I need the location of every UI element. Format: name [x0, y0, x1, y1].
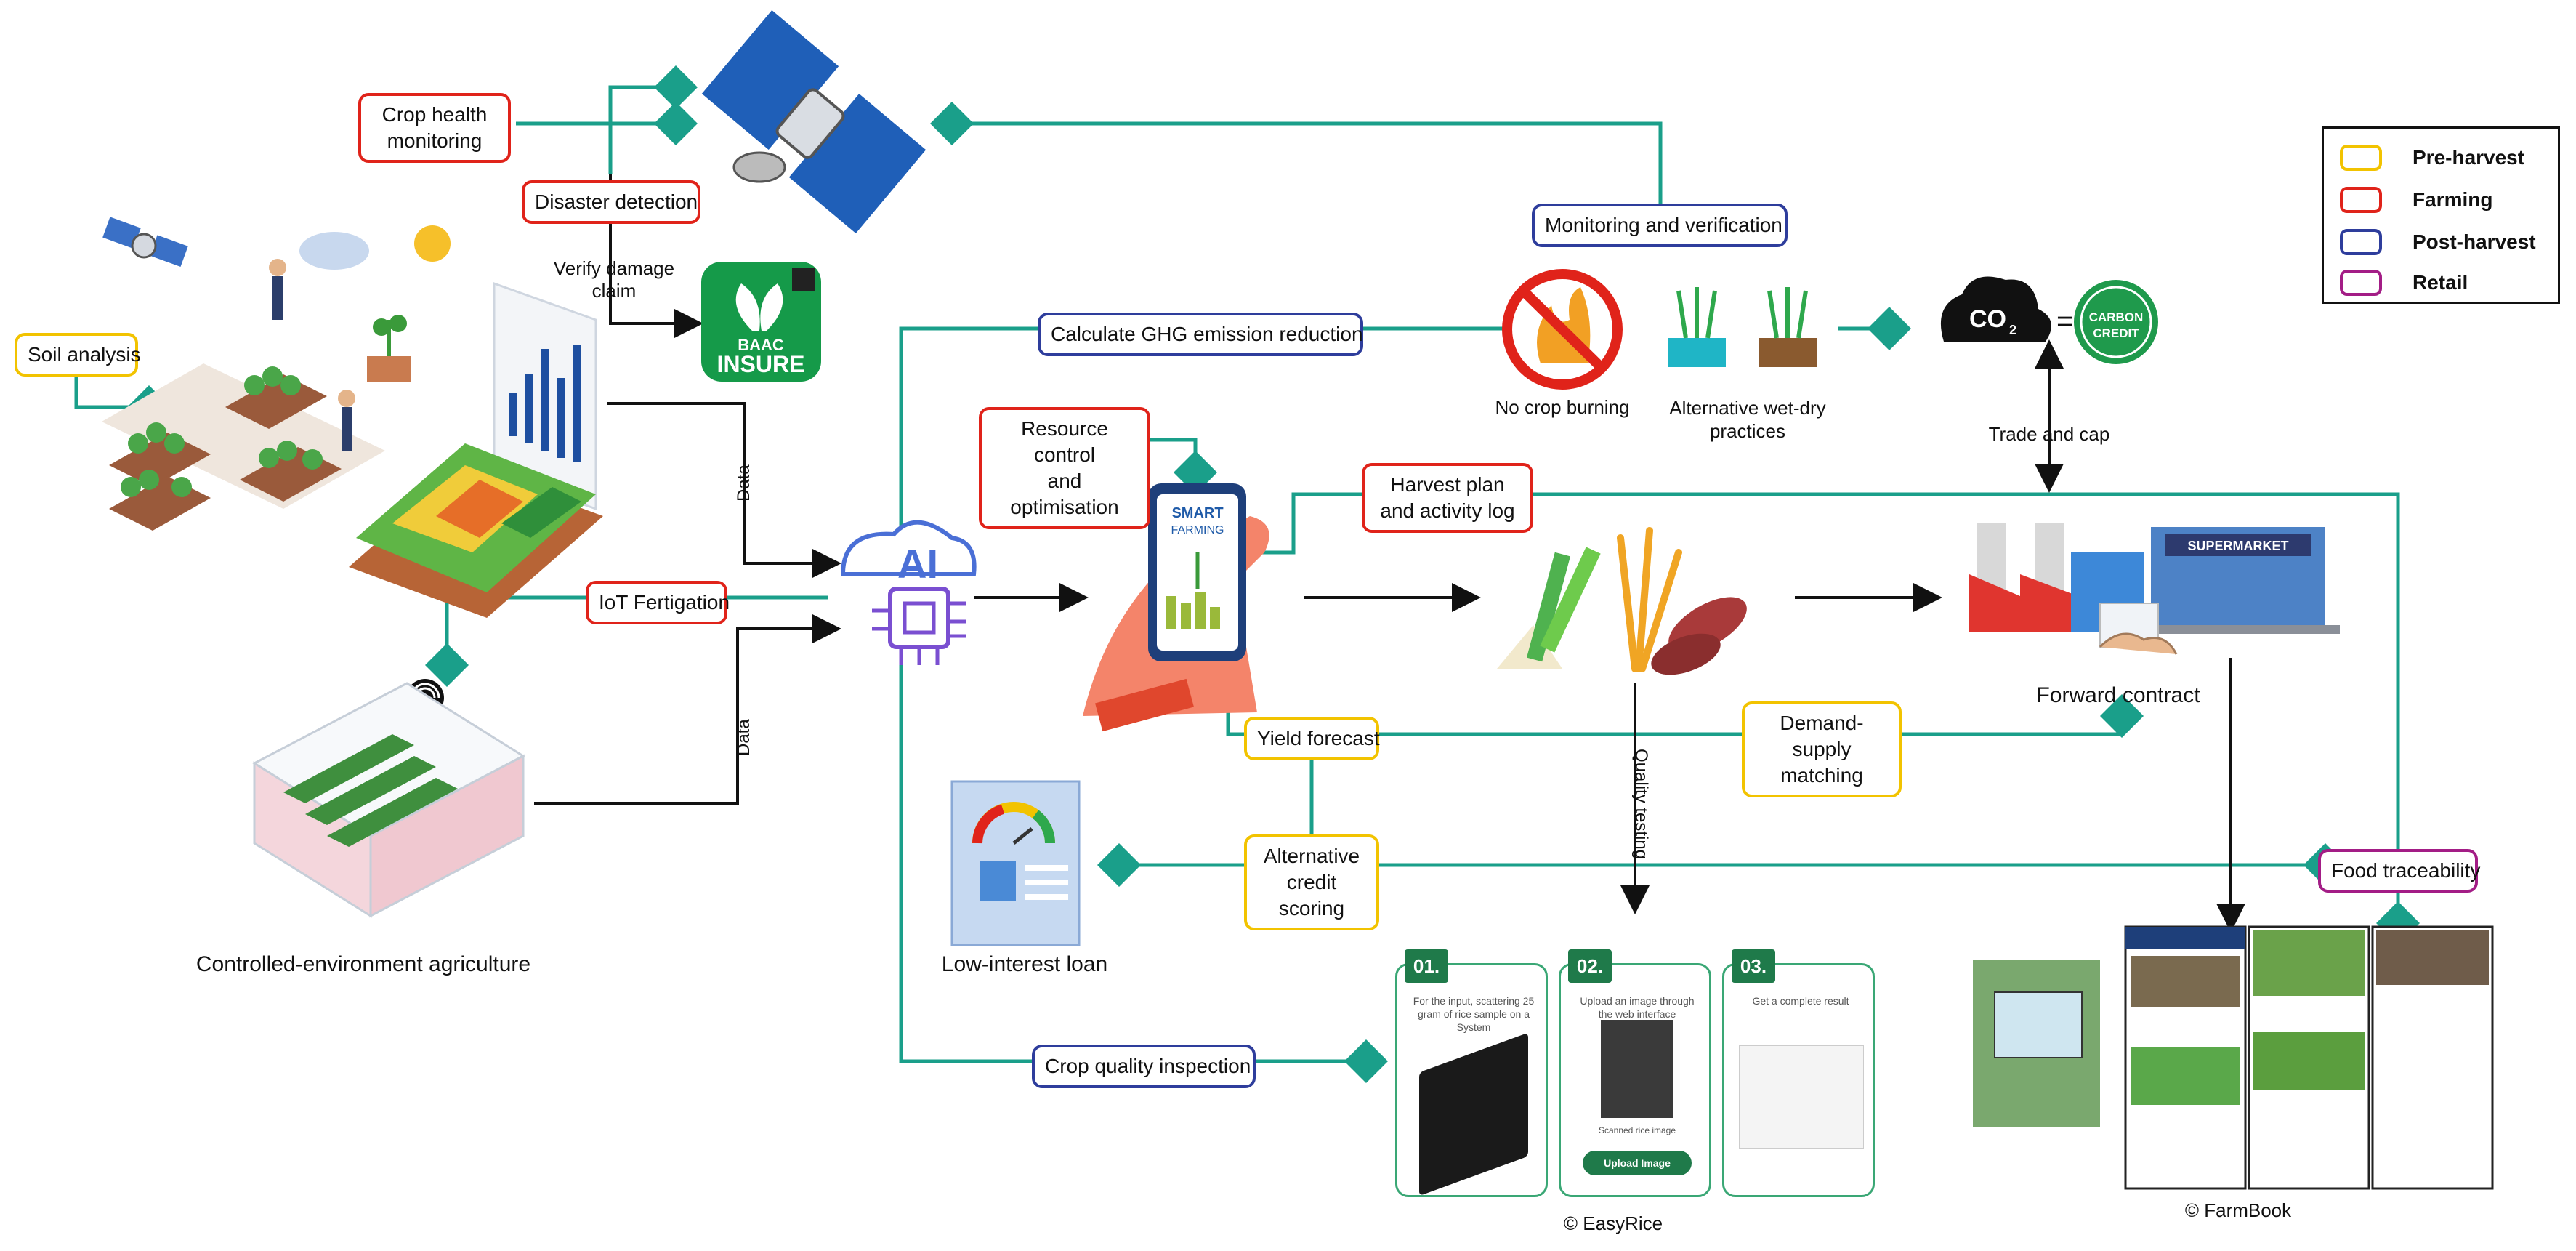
monitoring-verification-label: Monitoring and verification	[1532, 204, 1788, 247]
data-label-2: Data	[734, 719, 754, 756]
no-crop-burning-text: No crop burning	[1495, 396, 1630, 418]
black-arrows	[534, 174, 2245, 933]
greenhouse-illustration	[251, 682, 526, 918]
verify-damage-claim-text: Verify damage claim	[553, 257, 675, 302]
food-traceability-label: Food traceability	[2318, 849, 2480, 893]
quality-testing-text: Quality testing	[1631, 749, 1651, 860]
cea-caption: Controlled-environment agriculture	[195, 952, 531, 976]
baac-insure-icon: BAAC INSURE	[701, 262, 821, 382]
satellite-icon	[701, 9, 926, 234]
wet-dry-practice-icon	[1668, 287, 1817, 367]
easyrice-step-card: 03. Get a complete result	[1722, 949, 1875, 1197]
legend-label: Farming	[2413, 188, 2493, 211]
bar-chart-board-icon	[493, 281, 597, 511]
factory-supermarket-illustration: SUPERMARKET	[1969, 523, 2340, 655]
step-text: For the input, scattering 25 gram of ric…	[1413, 995, 1535, 1033]
legend: Pre-harvest Farming Post-harvest Retail	[2322, 126, 2560, 304]
iot-fertigation-label: IoT Fertigation	[586, 581, 730, 624]
yield-forecast-label: Yield forecast	[1244, 717, 1380, 760]
step-text: Upload an image through the web interfac…	[1580, 995, 1695, 1020]
data-label-1: Data	[734, 464, 754, 502]
legend-swatch-pre-harvest	[2340, 145, 2382, 171]
no-burning-icon	[1502, 269, 1623, 390]
trade-and-cap-text: Trade and cap	[1988, 423, 2110, 445]
easyrice-step-card: 02. Upload an image through the web inte…	[1559, 949, 1711, 1197]
legend-label: Retail	[2413, 271, 2468, 294]
scanned-caption: Scanned rice image	[1598, 1125, 1676, 1135]
demand-supply-label: Demand-supply matching	[1742, 701, 1902, 797]
crop-health-label: Crop health monitoring	[358, 93, 511, 163]
resource-control-label: Resource control and optimisation	[979, 407, 1150, 529]
farming-text: FARMING	[1171, 524, 1224, 536]
easyrice-step-card: 01. For the input, scattering 25 gram of…	[1395, 949, 1548, 1197]
legend-swatch-farming	[2340, 187, 2382, 213]
farm-field-illustration	[102, 225, 451, 531]
legend-label: Post-harvest	[2413, 230, 2536, 253]
supermarket-text: SUPERMARKET	[2187, 539, 2288, 553]
co2-sub-text: 2	[2009, 323, 2016, 337]
small-satellite-icon	[102, 217, 188, 267]
upload-image-button[interactable]: Upload Image	[1583, 1151, 1692, 1175]
insure-text: INSURE	[717, 351, 805, 377]
legend-item: Farming	[2340, 184, 2551, 216]
loan-document-icon	[950, 780, 1081, 946]
ai-chip-icon: AI	[840, 520, 977, 665]
disaster-detection-label: Disaster detection	[522, 180, 700, 224]
soil-analysis-label: Soil analysis	[15, 333, 141, 377]
baac-text: BAAC	[738, 336, 784, 354]
carbon-credit-icon: CARBON CREDIT	[2074, 280, 2158, 364]
legend-item: Pre-harvest	[2340, 142, 2551, 174]
forward-contract-text: Forward contract	[2036, 683, 2200, 707]
farmbook-screens	[1973, 925, 2494, 1190]
legend-item: Post-harvest	[2340, 226, 2551, 258]
ai-text: AI	[897, 541, 938, 587]
scanned-rice-image	[1601, 1020, 1673, 1118]
alternative-credit-label: Alternative credit scoring	[1244, 834, 1379, 930]
legend-item: Retail	[2340, 267, 2551, 299]
legend-label: Pre-harvest	[2413, 146, 2525, 169]
smart-text: SMART	[1171, 505, 1223, 521]
crop-quality-inspection-label: Crop quality inspection	[1032, 1045, 1256, 1088]
step-number: 03.	[1732, 949, 1775, 983]
harvest-plan-label: Harvest plan and activity log	[1362, 463, 1533, 533]
step-number: 01.	[1405, 949, 1448, 983]
result-screen	[1739, 1045, 1864, 1149]
legend-swatch-post-harvest	[2340, 229, 2382, 255]
crops-illustration	[1497, 527, 1747, 675]
step-number: 02.	[1568, 949, 1612, 983]
equals-text: =	[2056, 305, 2073, 337]
farmbook-credit-text: © FarmBook	[2184, 1199, 2292, 1221]
terrain-map-illustration	[349, 443, 603, 618]
step-text: Get a complete result	[1752, 995, 1849, 1007]
co2-text: CO	[1969, 305, 2006, 333]
easyrice-credit-text: © EasyRice	[1563, 1212, 1663, 1234]
low-interest-loan-caption: Low-interest loan	[941, 952, 1108, 976]
credit-word-text: CREDIT	[2093, 326, 2139, 340]
scanner-icon	[1419, 1032, 1528, 1196]
ghg-calculation-label: Calculate GHG emission reduction	[1038, 313, 1363, 356]
carbon-text: CARBON	[2089, 310, 2144, 324]
legend-swatch-retail	[2340, 270, 2382, 296]
wet-dry-text: Alternative wet-dry practices	[1669, 397, 1826, 442]
smart-farming-phone-icon: SMART FARMING	[1083, 483, 1269, 732]
co2-cloud-icon: CO 2	[1940, 276, 2051, 342]
